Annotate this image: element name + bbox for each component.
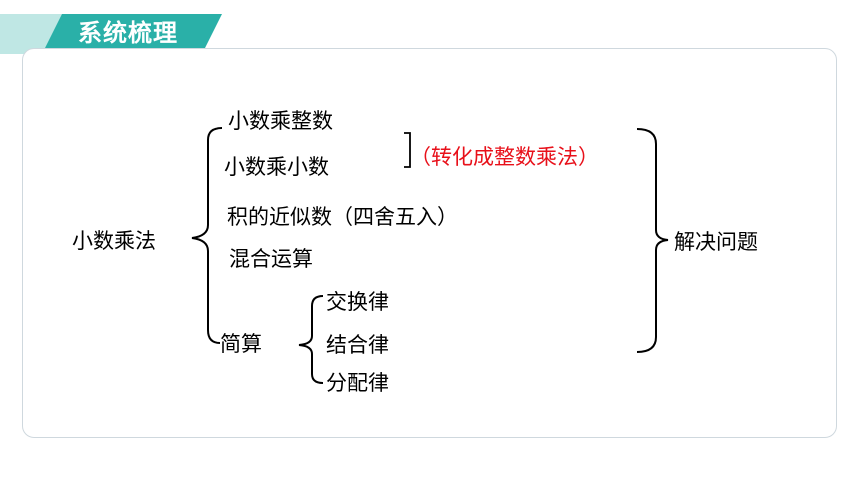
root-label: 小数乘法 bbox=[72, 229, 156, 253]
banner-background bbox=[0, 14, 222, 54]
law-commutative: 交换律 bbox=[326, 290, 389, 314]
branch-mixed-operations: 混合运算 bbox=[229, 247, 313, 271]
conversion-bracket bbox=[404, 132, 411, 168]
law-associative: 结合律 bbox=[326, 333, 389, 357]
laws-brace bbox=[298, 295, 324, 384]
law-distributive: 分配律 bbox=[326, 371, 389, 395]
main-brace bbox=[191, 127, 223, 344]
branch-approximation: 积的近似数（四舍五入） bbox=[227, 205, 458, 229]
branch-simplified-calculation: 简算 bbox=[220, 332, 262, 356]
branch-decimal-times-integer: 小数乘整数 bbox=[228, 109, 333, 133]
branch-decimal-times-decimal: 小数乘小数 bbox=[224, 155, 329, 179]
section-banner: 系统梳理 bbox=[0, 12, 222, 56]
outcome-brace bbox=[636, 128, 669, 353]
conversion-note: （转化成整数乘法） bbox=[410, 145, 599, 169]
content-panel bbox=[22, 48, 837, 438]
outcome-label: 解决问题 bbox=[674, 230, 758, 254]
section-title: 系统梳理 bbox=[78, 19, 178, 47]
